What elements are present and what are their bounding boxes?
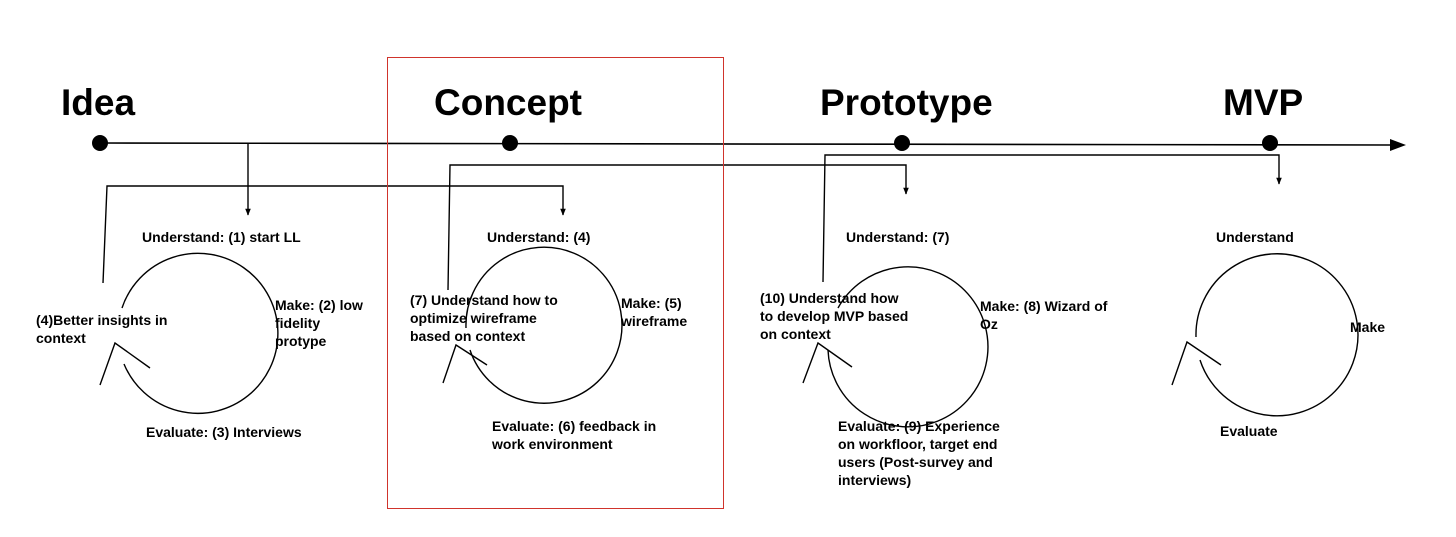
concept-insight-line: (7) Understand how to xyxy=(410,292,558,308)
cycle-arrowhead-mvp xyxy=(1171,340,1222,386)
idea-make-line: fidelity xyxy=(275,315,321,331)
stage-title-mvp: MVP xyxy=(1223,82,1304,123)
concept-make-line: Make: (5) xyxy=(621,295,682,311)
prototype-make-line: Make: (8) Wizard of xyxy=(980,298,1108,314)
stage-title-prototype: Prototype xyxy=(820,82,993,123)
cycle-arrowhead-concept xyxy=(442,343,488,384)
idea-understand-label: Understand: (1) start LL xyxy=(142,229,301,245)
prototype-make-line: Oz xyxy=(980,316,998,332)
cycle-idea xyxy=(99,252,279,414)
prototype-evaluate-line: interviews) xyxy=(838,472,912,488)
concept-evaluate-line: Evaluate: (6) feedback in xyxy=(492,418,657,434)
cycle-mvp xyxy=(1171,253,1359,417)
prototype-insight-label: (10) Understand how to develop MVP based… xyxy=(760,289,908,343)
mvp-make-label: Make xyxy=(1350,319,1386,335)
idea-make-line: Make: (2) low xyxy=(275,297,363,313)
milestone-dot-concept xyxy=(502,135,518,151)
timeline xyxy=(92,135,1406,151)
concept-highlight-box xyxy=(387,57,724,509)
concept-make-label: Make: (5) wireframe xyxy=(621,294,687,330)
cycle-circle-idea xyxy=(121,252,279,414)
cycle-arrowhead-prototype xyxy=(802,341,853,384)
prototype-insight-line: to develop MVP based xyxy=(760,308,909,324)
stage-title-idea: Idea xyxy=(61,82,136,123)
mvp-evaluate-label: Evaluate xyxy=(1220,423,1278,439)
idea-evaluate-label: Evaluate: (3) Interviews xyxy=(146,424,302,440)
cycle-prototype xyxy=(802,266,989,428)
prototype-evaluate-label: Evaluate: (9) Experience on workfloor, t… xyxy=(838,417,1000,489)
prototype-make-label: Make: (8) Wizard of Oz xyxy=(980,297,1107,333)
concept-make-line: wireframe xyxy=(621,313,688,329)
milestone-dot-idea xyxy=(92,135,108,151)
milestone-dot-mvp xyxy=(1262,135,1278,151)
concept-insight-line: based on context xyxy=(410,328,526,344)
concept-evaluate-line: work environment xyxy=(492,436,613,452)
prototype-evaluate-line: on workfloor, target end xyxy=(838,436,998,452)
cycle-arrowhead-idea xyxy=(99,341,151,386)
timeline-axis xyxy=(99,142,1391,146)
milestone-dot-prototype xyxy=(894,135,910,151)
mvp-understand-label: Understand xyxy=(1216,229,1294,245)
cycle-concept xyxy=(442,246,623,404)
concept-insight-line: optimize wireframe xyxy=(410,310,537,326)
concept-evaluate-label: Evaluate: (6) feedback in work environme… xyxy=(492,417,656,453)
cycle-circle-concept xyxy=(465,246,623,404)
stage-title-concept: Concept xyxy=(434,82,582,123)
cycle-circle-mvp xyxy=(1195,253,1359,417)
prototype-evaluate-line: Evaluate: (9) Experience xyxy=(838,418,1000,434)
loop-arrow-idea-to-concept xyxy=(102,185,566,284)
prototype-understand-label: Understand: (7) xyxy=(846,229,950,245)
loop-arrow-concept-to-prototype xyxy=(447,164,909,291)
idea-insight-line: context xyxy=(36,330,86,346)
prototype-insight-line: (10) Understand how xyxy=(760,290,899,306)
prototype-insight-line: on context xyxy=(760,326,831,342)
cycle-circle-prototype xyxy=(827,266,989,428)
idea-insight-line: (4)Better insights in xyxy=(36,312,168,328)
idea-insight-label: (4)Better insights in context xyxy=(36,311,167,347)
loop-arrow-prototype-to-mvp xyxy=(822,154,1282,283)
prototype-evaluate-line: users (Post-survey and xyxy=(838,454,993,470)
idea-make-label: Make: (2) low fidelity protype xyxy=(275,296,363,350)
timeline-arrowhead xyxy=(1390,139,1406,151)
idea-make-line: protype xyxy=(275,333,327,349)
concept-understand-label: Understand: (4) xyxy=(487,229,591,245)
concept-insight-label: (7) Understand how to optimize wireframe… xyxy=(410,291,558,345)
